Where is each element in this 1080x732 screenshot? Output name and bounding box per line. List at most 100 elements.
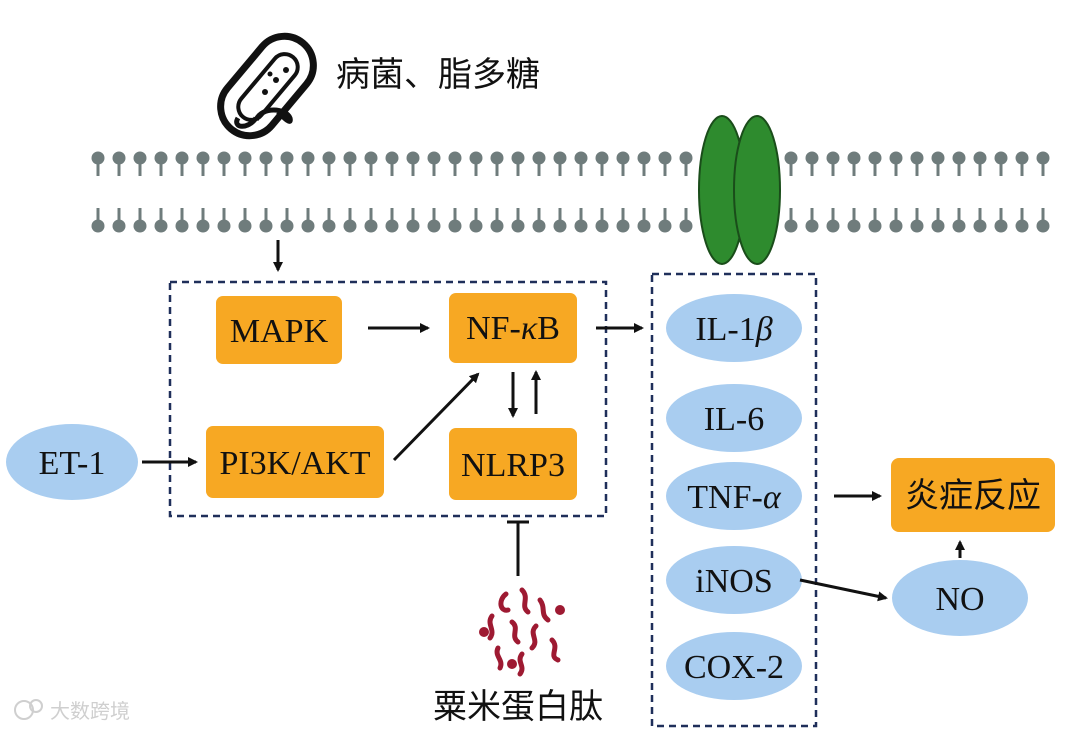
lipid-head (658, 151, 672, 165)
lipid-head (637, 219, 651, 233)
lipid-head (910, 219, 924, 233)
nfkb-node: NF-κB (449, 293, 577, 363)
lipid-head (133, 219, 147, 233)
cox2-label: COX-2 (684, 649, 784, 686)
lipid-head (994, 219, 1008, 233)
lipid-head (154, 219, 168, 233)
il6-node: IL-6 (666, 384, 802, 452)
et1-node: ET-1 (6, 424, 138, 500)
nfkb-suffix: B (537, 310, 560, 347)
lipid-head (427, 219, 441, 233)
tnf-prefix: TNF- (687, 479, 763, 516)
lipid-head (490, 151, 504, 165)
lipid-head (1015, 219, 1029, 233)
pathogen-label: 病菌、脂多糖 (336, 55, 540, 95)
lipid-head (406, 219, 420, 233)
il6-label: IL-6 (704, 401, 764, 438)
watermark-text: 大数跨境 (50, 699, 130, 723)
lipid-head (511, 151, 525, 165)
lipid-head (868, 151, 882, 165)
bacterium-icon (217, 32, 317, 140)
lipid-head (616, 151, 630, 165)
lipid-head (238, 151, 252, 165)
lipid-head (238, 219, 252, 233)
lipid-head (868, 219, 882, 233)
lipid-head (448, 151, 462, 165)
lipid-head (784, 219, 798, 233)
lipid-head (805, 219, 819, 233)
lipid-head (574, 219, 588, 233)
lipid-head (679, 151, 693, 165)
lipid-head (322, 151, 336, 165)
lipid-head (217, 151, 231, 165)
tnf-alpha-node: TNF-α (666, 462, 802, 530)
et1-label: ET-1 (39, 445, 106, 482)
lipid-head (364, 219, 378, 233)
cytokine-box (650, 272, 818, 728)
lipid-head (259, 219, 273, 233)
il1b-prefix: IL-1 (695, 311, 755, 348)
lipid-head (196, 151, 210, 165)
lipid-head (658, 219, 672, 233)
lipid-head (91, 219, 105, 233)
lipid-head (973, 219, 987, 233)
lipid-head (1015, 151, 1029, 165)
lipid-head (175, 219, 189, 233)
lipid-head (574, 151, 588, 165)
lipid-head (385, 151, 399, 165)
lipid-head (91, 151, 105, 165)
lipid-head (595, 151, 609, 165)
cell-membrane (91, 151, 1050, 233)
lipid-head (469, 151, 483, 165)
lipid-head (532, 151, 546, 165)
lipid-head (553, 219, 567, 233)
arrow-inos-to-no (799, 578, 888, 602)
lipid-head (952, 219, 966, 233)
lipid-head (280, 151, 294, 165)
lipid-head (637, 151, 651, 165)
lipid-head (301, 151, 315, 165)
inos-node: iNOS (666, 546, 802, 614)
inflammation-label: 炎症反应 (905, 476, 1041, 516)
lipid-head (112, 219, 126, 233)
inhibition-bar (507, 520, 529, 576)
cox2-node: COX-2 (666, 632, 802, 700)
mapk-label: MAPK (230, 313, 329, 350)
lipid-head (364, 151, 378, 165)
lipid-head (616, 219, 630, 233)
lipid-head (490, 219, 504, 233)
lipid-head (280, 219, 294, 233)
lipid-head (553, 151, 567, 165)
lipid-head (427, 151, 441, 165)
no-node: NO (892, 560, 1028, 636)
lipid-head (112, 151, 126, 165)
lipid-head (679, 219, 693, 233)
mapk-node: MAPK (216, 296, 342, 364)
lipid-head (322, 219, 336, 233)
peptide-chain-icon (479, 587, 565, 677)
lipid-head (343, 151, 357, 165)
il1b-greek: β (755, 311, 773, 348)
inflammation-node: 炎症反应 (891, 458, 1055, 532)
nfkb-greek: κ (521, 310, 538, 347)
lipid-head (847, 219, 861, 233)
lipid-head (595, 219, 609, 233)
lipid-head (973, 151, 987, 165)
membrane-channel-icon (698, 115, 781, 265)
lipid-head (931, 219, 945, 233)
lipid-head (889, 219, 903, 233)
nlrp3-node: NLRP3 (449, 428, 577, 500)
nfkb-prefix: NF- (466, 310, 521, 347)
tnf-label: TNF-α (687, 479, 782, 516)
lipid-head (406, 151, 420, 165)
lipid-head (847, 151, 861, 165)
lipid-head (532, 219, 546, 233)
peptide-label: 粟米蛋白肽 (433, 687, 603, 727)
lipid-head (448, 219, 462, 233)
lipid-head (994, 151, 1008, 165)
watermark-logo-icon (14, 699, 43, 720)
il1b-node: IL-1β (666, 294, 802, 362)
lipid-head (826, 151, 840, 165)
lipid-head (805, 151, 819, 165)
